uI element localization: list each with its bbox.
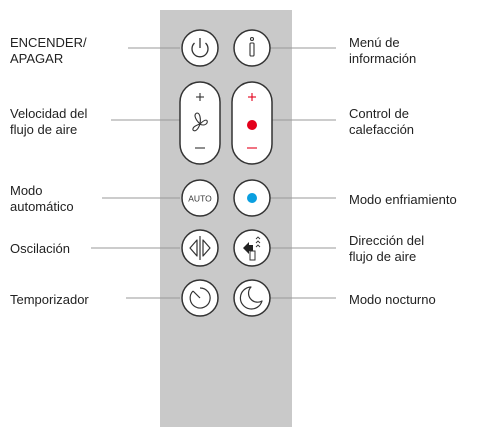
- info-button[interactable]: [233, 29, 271, 67]
- timer-button[interactable]: [181, 279, 219, 317]
- airflow-speed-up-button[interactable]: [196, 93, 204, 101]
- oscillation-icon: [189, 236, 211, 260]
- label-airflow-speed: Velocidad del flujo de aire: [10, 106, 88, 137]
- info-icon: [249, 36, 255, 57]
- auto-label: AUTO: [188, 194, 212, 204]
- airflow-direction-icon: [243, 236, 261, 261]
- moon-icon: [239, 286, 263, 310]
- label-cool-mode: Modo enfriamiento: [349, 192, 457, 207]
- remote-body: [160, 10, 292, 427]
- airflow-speed-control[interactable]: [179, 81, 221, 165]
- cool-dot-icon: [247, 193, 257, 203]
- label-airflow-direction: Dirección del flujo de aire: [349, 233, 425, 264]
- power-icon: [191, 38, 209, 58]
- label-heat-control: Control de calefacción: [349, 106, 415, 137]
- label-oscillation: Oscilación: [10, 241, 70, 256]
- label-night-mode: Modo nocturno: [349, 292, 436, 307]
- label-auto-mode: Modo automático: [10, 183, 74, 214]
- auto-mode-button[interactable]: AUTO: [181, 179, 219, 217]
- heat-dot-icon: [247, 120, 257, 130]
- oscillation-button[interactable]: [181, 229, 219, 267]
- cool-mode-button[interactable]: [233, 179, 271, 217]
- night-mode-button[interactable]: [233, 279, 271, 317]
- heat-up-button[interactable]: [248, 93, 256, 101]
- power-button[interactable]: [181, 29, 219, 67]
- leader-lines: [91, 47, 336, 299]
- heat-control[interactable]: [231, 81, 273, 165]
- label-info-menu: Menú de información: [349, 35, 417, 66]
- fan-icon: [192, 112, 208, 132]
- timer-icon: [189, 287, 211, 309]
- airflow-direction-button[interactable]: [233, 229, 271, 267]
- label-timer: Temporizador: [10, 292, 89, 307]
- label-power: ENCENDER/ APAGAR: [10, 35, 87, 66]
